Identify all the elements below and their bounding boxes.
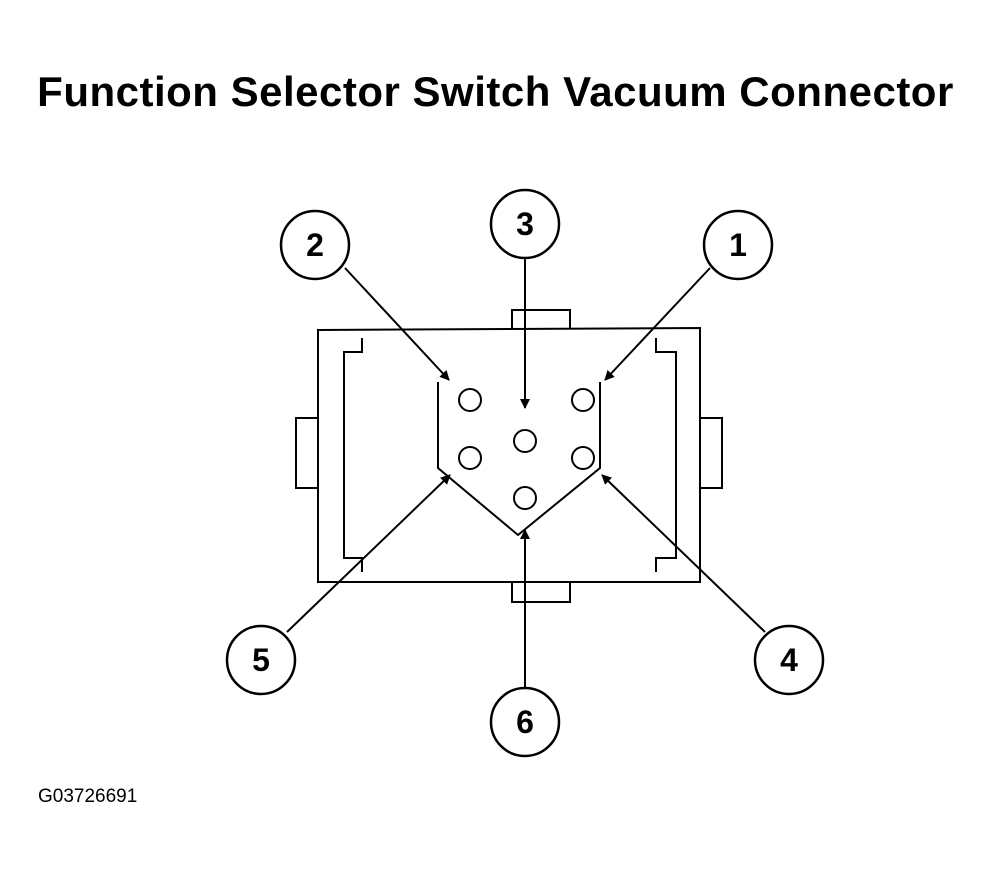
- port-4: [571, 446, 595, 470]
- diagram-title: Function Selector Switch Vacuum Connecto…: [37, 68, 954, 115]
- callout-6-label: 6: [516, 704, 534, 740]
- callout-6: 6: [489, 686, 561, 758]
- leader-5: [286, 474, 451, 633]
- callout-3: 3: [489, 188, 561, 260]
- leader-lines: [286, 258, 766, 690]
- port-6: [513, 486, 537, 510]
- callout-3-label: 3: [516, 206, 534, 242]
- callout-5-label: 5: [252, 642, 270, 678]
- callout-2: 2: [279, 209, 351, 281]
- figure-id: G03726691: [38, 786, 138, 807]
- port-5: [458, 446, 482, 470]
- callout-4-label: 4: [780, 642, 798, 678]
- port-2: [458, 388, 482, 412]
- callout-5: 5: [225, 624, 297, 696]
- port-3: [513, 429, 537, 453]
- port-1: [571, 388, 595, 412]
- leader-4: [601, 474, 766, 633]
- callout-1-label: 1: [729, 227, 747, 263]
- leader-1: [604, 267, 711, 381]
- callout-1: 1: [702, 209, 774, 281]
- callout-2-label: 2: [306, 227, 324, 263]
- connector-housing: [295, 309, 723, 603]
- ports: [458, 388, 595, 510]
- leader-2: [344, 267, 450, 381]
- callout-4: 4: [753, 624, 825, 696]
